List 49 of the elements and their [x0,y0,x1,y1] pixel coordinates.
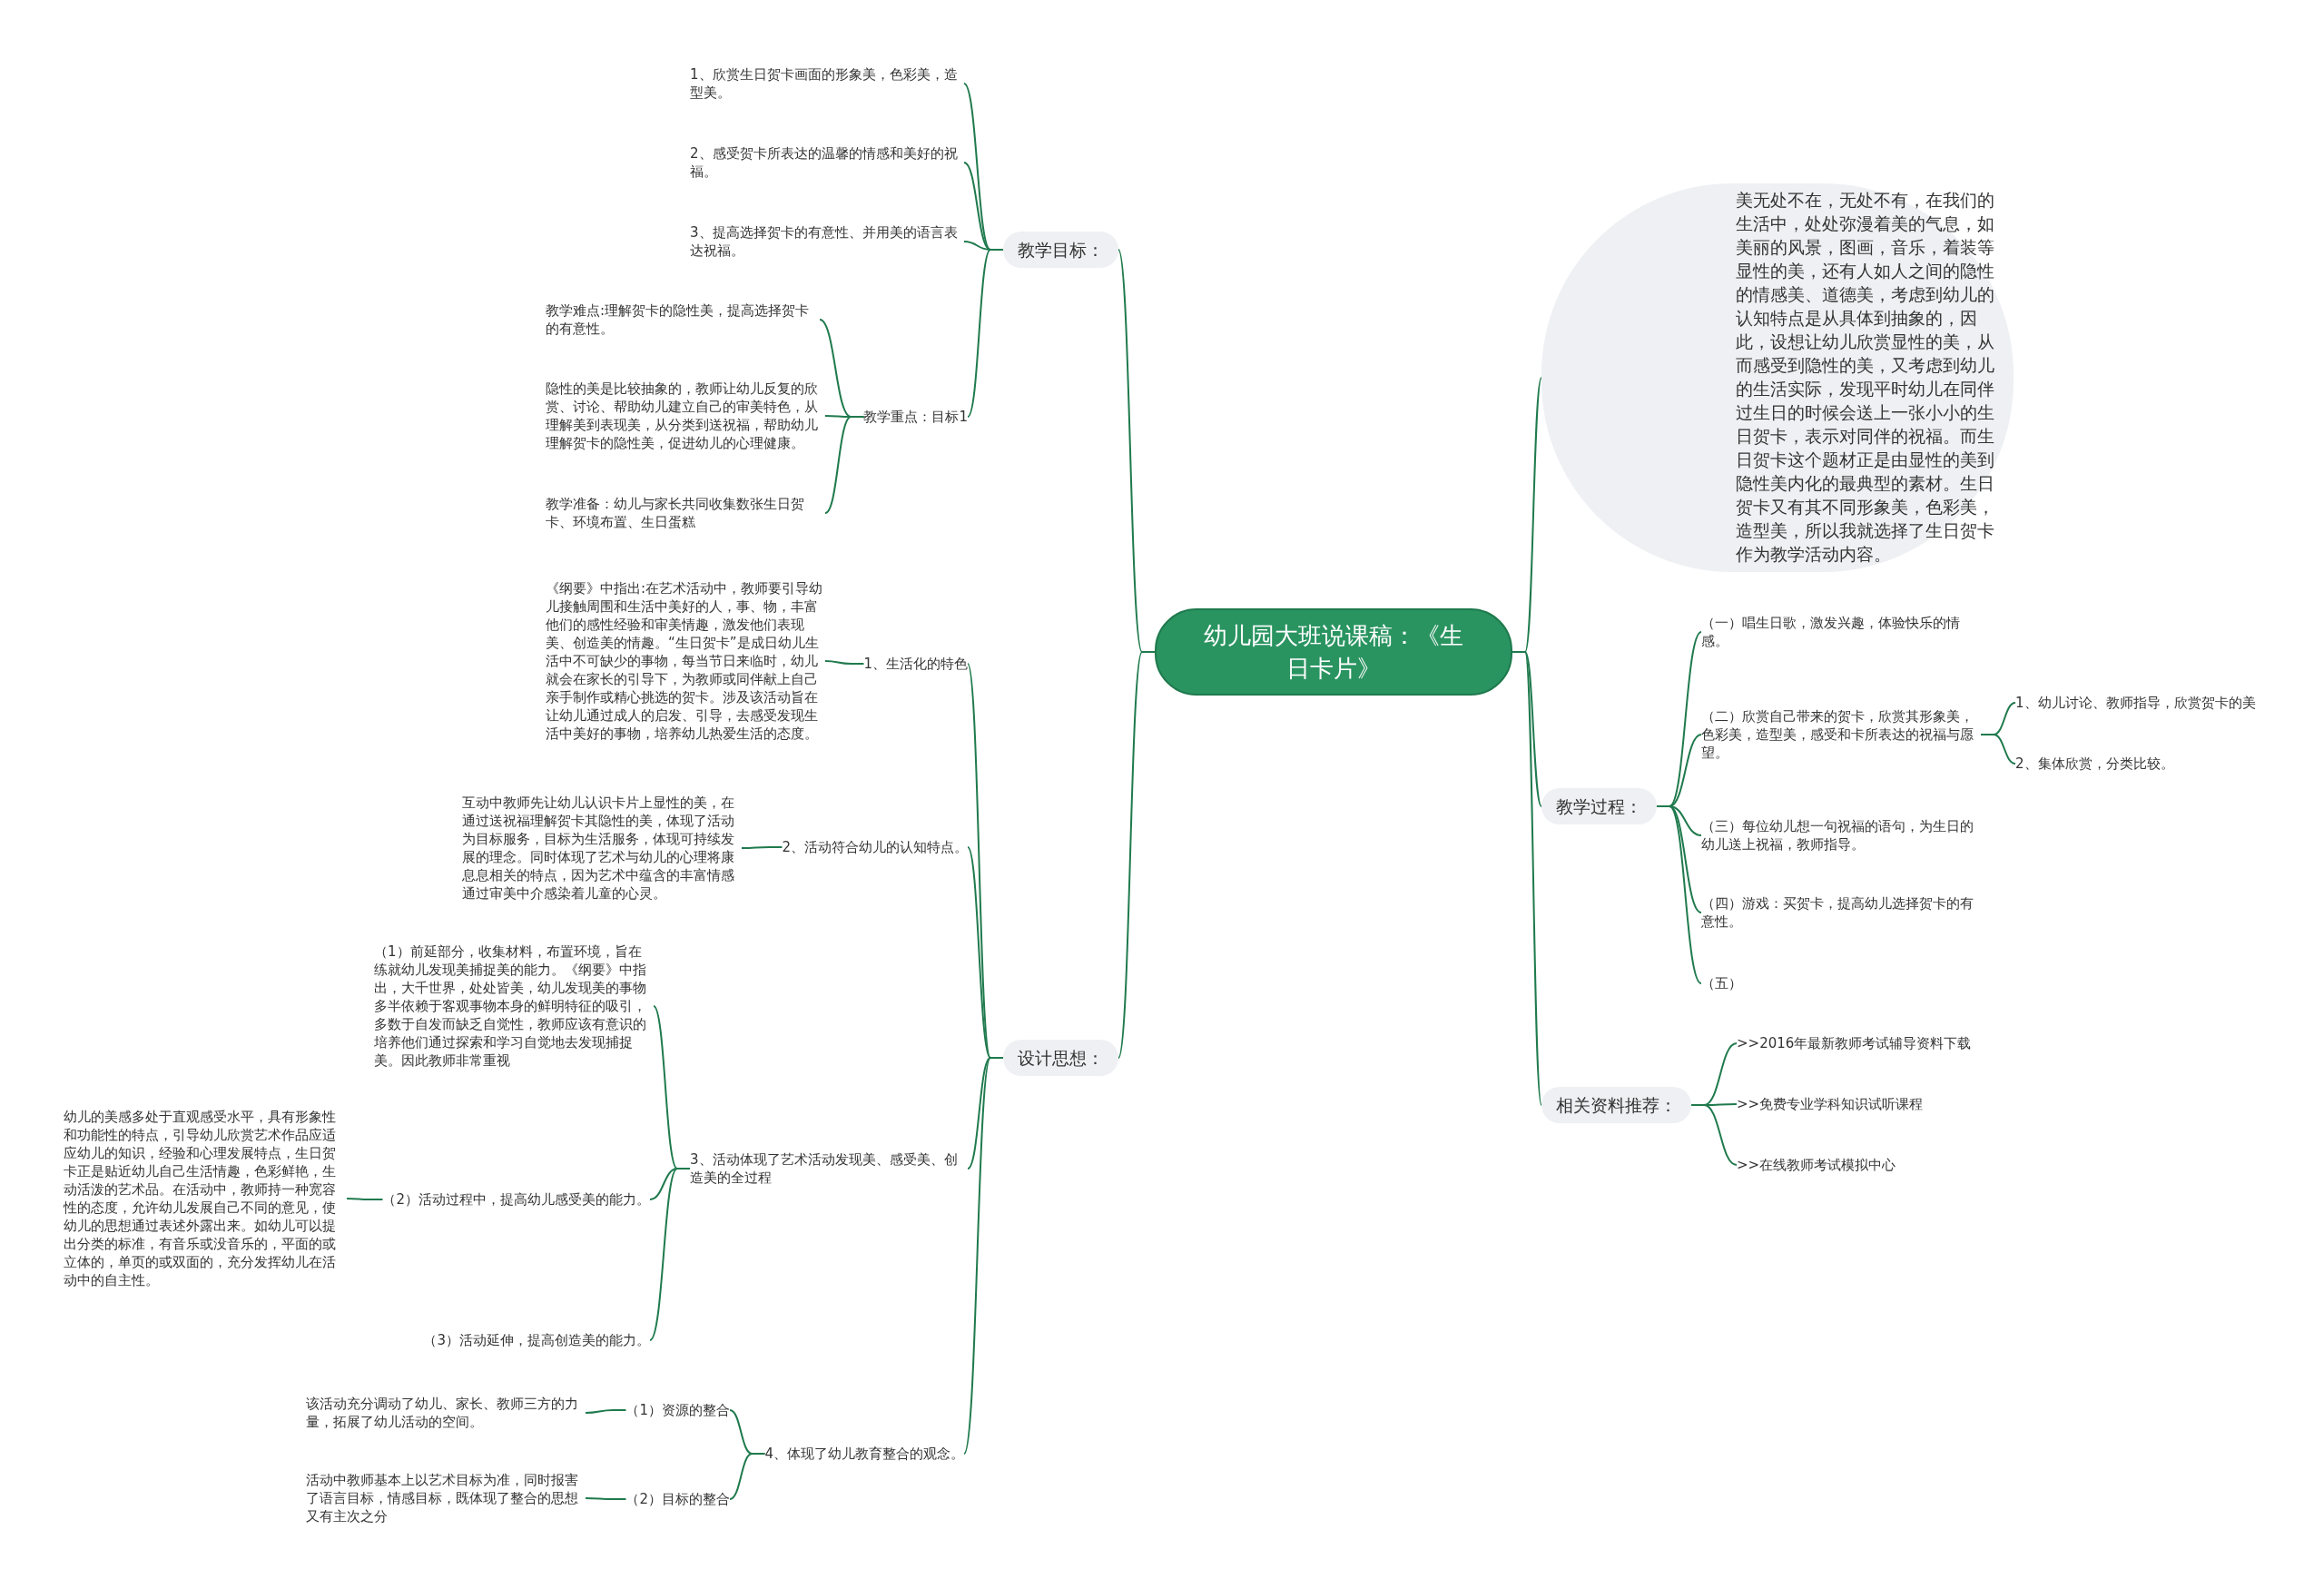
connector-line [585,1409,627,1414]
topic-text: （三）每位幼儿想一句祝福的语句，为生日的幼儿送上祝福，教师指导。 [1701,817,1981,854]
connector-line [1690,1104,1738,1166]
topic-text: （3）活动延伸，提高创造美的能力。 [423,1331,650,1349]
topic-pill: 教学过程： [1541,788,1657,824]
connector-line [967,249,1004,418]
topic-text: 幼儿的美感多处于直观感受水平，具有形象性和功能性的特点，引导幼儿欣赏艺术作品应适应幼儿的知识，经验和心理发展特点，生日贺卡正是贴近幼儿自己生活情趣，色彩鲜艳，生动活泼的艺术品。在活动中，教师持一种宽容性的态度，允许幼儿发展自己不同的意见，使幼儿的思想通过表述外露出来。如幼儿可以提出分类的标准，有音乐或没音乐的，平面的或立体的，单页的或双面的，充分发挥幼儿在活动中的自主性。 [64,1108,347,1289]
topic-text: （四）游戏：买贺卡，提高幼儿选择贺卡的有意性。 [1701,894,1981,931]
connector-line [1980,734,2016,765]
central-topic: 幼儿园大班说课稿：《生日卡片》 [1155,608,1512,696]
topic-text: >>2016年最新教师考试辅导资料下载 [1737,1034,1972,1052]
connector-line [346,1198,384,1200]
topic-text: （二）欣赏自己带来的贺卡，欣赏其形象美，色彩美，造型美，感受和卡所表达的祝福与愿望。 [1701,707,1981,762]
connector-line [585,1497,627,1500]
topic-text: 1、幼儿讨论、教师指导，欣赏贺卡的美 [2015,694,2256,712]
connector-line [741,846,783,849]
topic-text: （2）活动过程中，提高幼儿感受美的能力。 [382,1190,650,1209]
topic-text: （1）前延部分，收集材料，布置环境，旨在练就幼儿发现美捕捉美的能力。《纲要》中指出，大千世界，处处皆美，幼儿发现美的事物多半依赖于客观事物本身的鲜明特征的吸引，多数于自发而缺乏自觉性，教师应该有意识的培养他们通过探索和学习自觉地去发现捕捉美。因此教师非常重视 [374,943,654,1070]
topic-text: 3、提高选择贺卡的有意性、并用美的语言表达祝福。 [690,223,964,260]
topic-text: 2、感受贺卡所表达的温馨的情感和美好的祝福。 [690,144,964,181]
topic-text: 4、体现了幼儿教育整合的观念。 [764,1445,964,1463]
topic-text: 2、活动符合幼儿的认知特点。 [782,838,968,856]
connector-line [824,660,865,665]
topic-text: 活动中教师基本上以艺术目标为准，同时报害了语言目标，情感目标，既体现了整合的思想又有主次之分 [306,1471,586,1525]
topic-text: 教学准备：幼儿与家长共同收集数张生日贺卡、环境布置、生日蛋糕 [546,495,825,531]
note-bubble: 美无处不在，无处不有，在我们的生活中，处处弥漫着美的气息，如美丽的风景，图画，音乐，着装等显性的美，还有人如人之间的隐性的情感美、道德美，考虑到幼儿的认知特点是从具体到抽象的，因此，设想让幼儿欣赏显性的美，从而感受到隐性的美，又考虑到幼儿的生活实际，发现平时幼儿在同伴过生日的时候会送上一张小小的生日贺卡，表示对同伴的祝福。而生日贺卡这个题材正是由显性的美到隐性美内化的最典型的素材。生日贺卡又有其不同形象美，色彩美，造型美，所以我就选择了生日贺卡作为教学活动内容。 [1541,183,2014,572]
topic-text: 《纲要》中指出:在艺术活动中，教师要引导幼儿接触周围和生活中美好的人，事、物，丰富他们的感性经验和审美情趣，激发他们表现美、创造美的情趣。“生日贺卡”是成日幼儿生活中不可缺少的事物，每当节日来临时，幼儿就会在家长的引导下，为教师或同伴献上自己亲手制作或精心挑选的贺卡。涉及该活动旨在让幼儿通过成人的启发、引导，去感受发现生活中美好的事物，培养幼儿热爱生活的态度。 [546,579,825,743]
topic-text: （一）唱生日歌，激发兴趣，体验快乐的情感。 [1701,614,1981,650]
connector-line [1656,805,1702,984]
topic-text: 1、生活化的特色 [863,655,968,673]
topic-text: 1、欣赏生日贺卡画面的形象美，色彩美，造型美。 [690,65,964,102]
topic-text: >>免费专业学科知识试听课程 [1737,1095,1924,1113]
topic-text: 教学重点：目标1 [863,408,968,426]
connector-line [824,416,865,514]
topic-text: 教学难点:理解贺卡的隐性美，提高选择贺卡的有意性。 [546,301,820,338]
topic-pill: 设计思想： [1003,1040,1118,1076]
connector-line [649,1168,691,1341]
topic-text: （2）目标的整合 [625,1490,730,1508]
topic-text: 互动中教师先让幼儿认识卡片上显性的美，在通过送祝福理解贺卡其隐性的美，体现了活动为目标服务，目标为生活服务，体现可持续发展的理念。同时体现了艺术与幼儿的心理将康息息相关的特点，因为艺术中蕴含的丰富情感通过审美中介感染着儿童的心灵。 [462,794,742,903]
topic-text: 隐性的美是比较抽象的，教师让幼儿反复的欣赏、讨论、帮助幼儿建立自己的审美特色，从理解美到表现美，从分类到送祝福，帮助幼儿理解贺卡的隐性美，促进幼儿的心理健康。 [546,380,825,452]
topic-pill: 相关资料推荐： [1541,1087,1691,1123]
topic-text: 2、集体欣赏，分类比较。 [2015,755,2174,773]
topic-text: 3、活动体现了艺术活动发现美、感受美、创造美的全过程 [690,1150,968,1187]
connector-line [729,1453,766,1500]
topic-pill: 教学目标： [1003,232,1118,268]
topic-text: （1）资源的整合 [625,1401,730,1419]
topic-text: 该活动充分调动了幼儿、家长、教师三方的力量，拓展了幼儿活动的空间。 [306,1395,586,1431]
topic-text: （五） [1701,974,1742,992]
topic-text: >>在线教师考试模拟中心 [1737,1156,1896,1174]
